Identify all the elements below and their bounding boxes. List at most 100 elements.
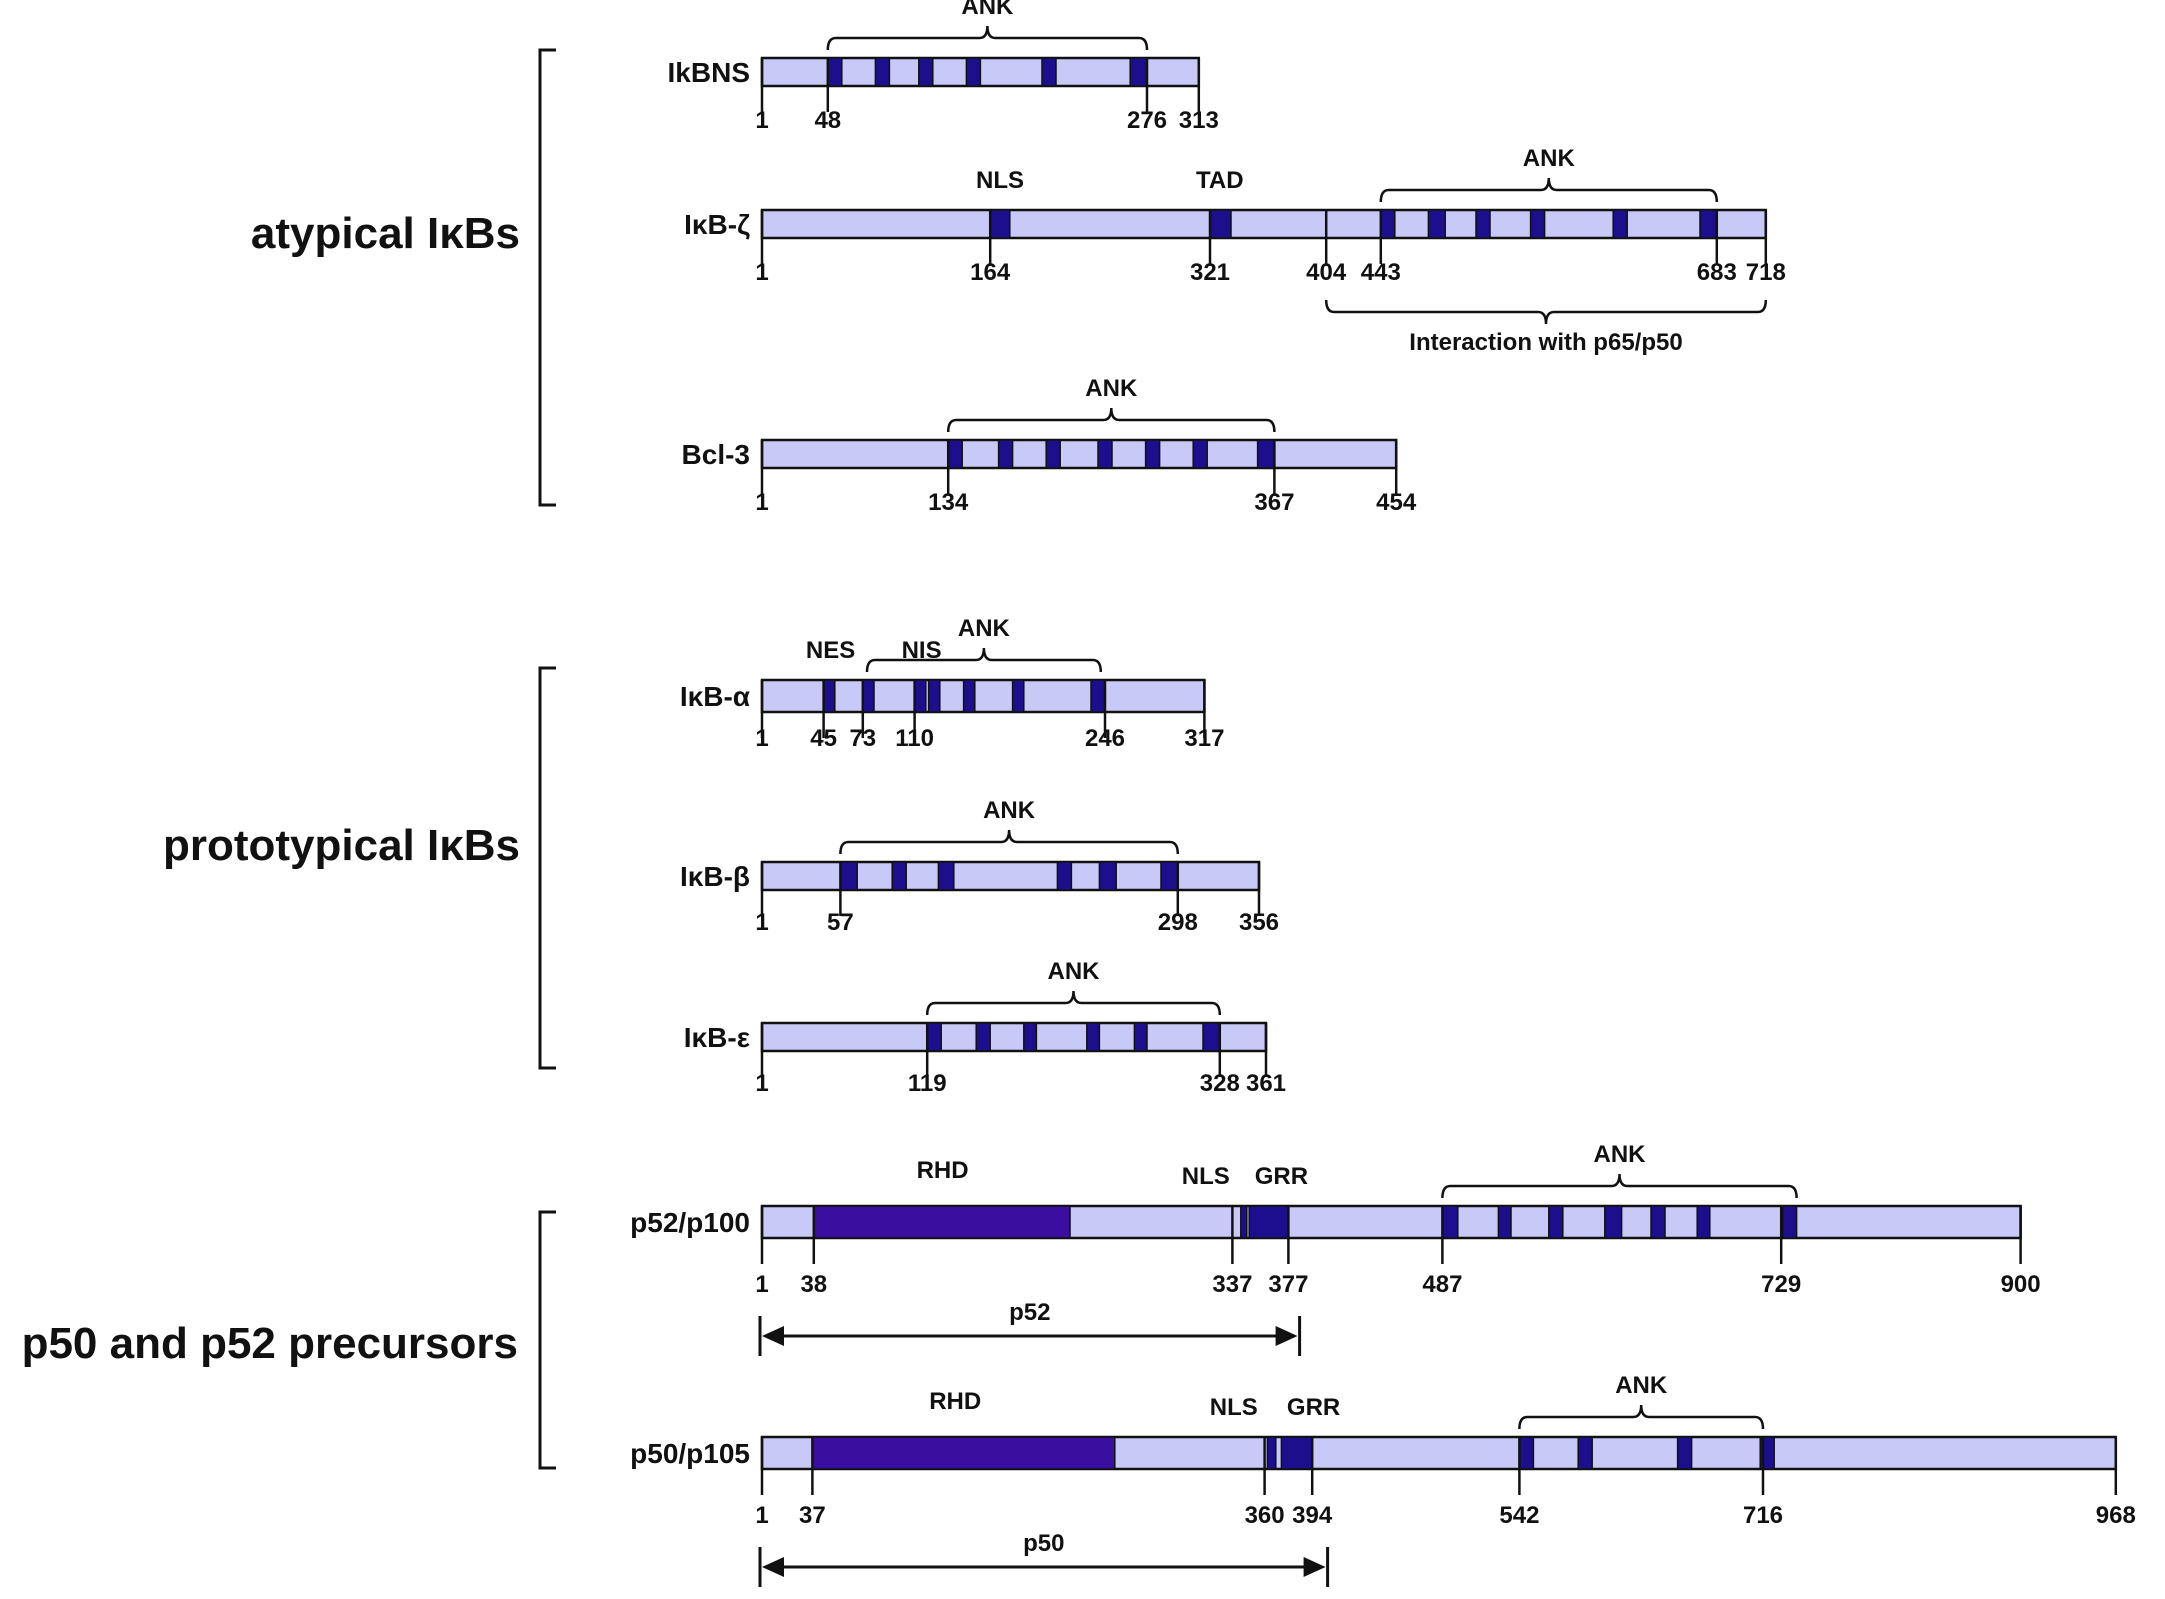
group-label-precursors: p50 and p52 precursors xyxy=(22,1319,518,1368)
tick-label: 164 xyxy=(970,259,1011,286)
domain-block xyxy=(975,1022,991,1052)
domain-block xyxy=(1129,57,1148,87)
tick-label: 321 xyxy=(1190,259,1230,286)
domain-block xyxy=(1144,439,1161,469)
tick-label: 328 xyxy=(1200,1070,1240,1097)
annotation-nls: NLS xyxy=(1182,1163,1230,1190)
arrowhead-right xyxy=(1303,1557,1326,1577)
tick-label: 454 xyxy=(1376,489,1417,516)
tick-label: 298 xyxy=(1158,909,1198,936)
group-prototypical: prototypical IκBs xyxy=(163,666,556,1070)
tick-label: 48 xyxy=(814,107,841,134)
arrow-label-p52: p52 xyxy=(1009,1299,1050,1326)
domain-block xyxy=(1612,209,1628,239)
tick-label: 542 xyxy=(1499,1502,1539,1529)
tick-label: 1 xyxy=(755,107,768,134)
domain-block xyxy=(1604,1205,1623,1239)
tick-label: 367 xyxy=(1254,489,1294,516)
protein-name: IκB-α xyxy=(680,681,750,712)
arrow-label-p50: p50 xyxy=(1023,1530,1064,1557)
arrowhead-left xyxy=(762,1326,784,1346)
domain-block xyxy=(1475,209,1491,239)
brace-label-ank: ANK xyxy=(1594,1141,1647,1168)
domain-block xyxy=(1380,209,1396,239)
protein-bar xyxy=(760,438,1398,470)
protein-bar xyxy=(760,678,1206,714)
tick-label: 1 xyxy=(755,1271,768,1298)
group-atypical: atypical IκBs xyxy=(251,48,556,507)
domain-block xyxy=(1240,1205,1248,1239)
domain-block xyxy=(891,861,907,891)
tick-label: 718 xyxy=(1746,259,1786,286)
tick-label: 1 xyxy=(755,259,768,286)
domain-block xyxy=(1248,1205,1290,1239)
annotation-grr: GRR xyxy=(1255,1163,1308,1190)
protein-name: Bcl-3 xyxy=(682,439,750,470)
tick-label: 377 xyxy=(1268,1271,1308,1298)
domain-block xyxy=(947,439,963,469)
domain-block xyxy=(1280,1436,1313,1470)
domain-block xyxy=(1023,1022,1038,1052)
tick-label: 900 xyxy=(2001,1271,2041,1298)
tick-label: 360 xyxy=(1245,1502,1285,1529)
group-precursors: p50 and p52 precursors xyxy=(22,1210,556,1470)
domain-block xyxy=(1202,1022,1221,1052)
annotation-rhd: RHD xyxy=(929,1388,981,1415)
annotation-grr: GRR xyxy=(1287,1394,1340,1421)
tick-label: 38 xyxy=(800,1271,827,1298)
annotation-nls: NLS xyxy=(1210,1394,1258,1421)
domain-block xyxy=(1086,1022,1101,1052)
brace-ank xyxy=(946,407,1276,433)
tick-label: 313 xyxy=(1179,107,1219,134)
brace-ank xyxy=(1441,1173,1798,1199)
protein-name: IκB-β xyxy=(680,861,750,892)
domain-block xyxy=(1160,861,1179,891)
domain-block xyxy=(1041,57,1057,87)
brace-label-ank: ANK xyxy=(958,615,1011,642)
domain-block xyxy=(937,861,955,891)
tick-label: 968 xyxy=(2096,1502,2136,1529)
arrowhead-right xyxy=(1275,1326,1298,1346)
tick-label: 317 xyxy=(1184,725,1224,752)
tick-label: 361 xyxy=(1246,1070,1286,1097)
domain-block xyxy=(913,679,927,713)
tick-label: 1 xyxy=(755,489,768,516)
tick-label: 683 xyxy=(1697,259,1737,286)
tick-label: 45 xyxy=(810,725,837,752)
brace-label-ank: ANK xyxy=(1048,958,1101,985)
domain-block xyxy=(827,57,843,87)
protein-bar xyxy=(760,208,1768,240)
brace-ank xyxy=(1518,1404,1765,1430)
tick-label: 57 xyxy=(827,909,854,936)
domain-block xyxy=(811,1436,1116,1470)
domain-block xyxy=(1209,209,1232,239)
domain-block xyxy=(1518,1436,1535,1470)
domain-block xyxy=(822,679,836,713)
annotation-tad: TAD xyxy=(1196,167,1244,194)
protein-name: IκB-ζ xyxy=(684,209,750,240)
annotation-rhd: RHD xyxy=(917,1157,969,1184)
domain-block xyxy=(1781,1205,1798,1239)
group-bracket-atypical xyxy=(538,48,556,507)
domain-block xyxy=(1056,861,1073,891)
tick-label: 73 xyxy=(849,725,876,752)
brace-label-ank: ANK xyxy=(983,797,1036,824)
domain-block xyxy=(1266,1436,1277,1470)
domain-block xyxy=(1098,861,1117,891)
tick-label: 119 xyxy=(908,1070,947,1097)
protein-bar xyxy=(760,1021,1268,1053)
brace-ank xyxy=(839,829,1180,855)
brace-label-ank: ANK xyxy=(961,0,1014,20)
domain-block xyxy=(1676,1436,1693,1470)
tick-label: 394 xyxy=(1292,1502,1333,1529)
protein-name: IkBNS xyxy=(668,57,750,88)
domain-block xyxy=(1192,439,1208,469)
domain-block xyxy=(1133,1022,1148,1052)
domain-block xyxy=(1090,679,1106,713)
tick-label: 1 xyxy=(755,725,768,752)
tick-label: 716 xyxy=(1743,1502,1783,1529)
